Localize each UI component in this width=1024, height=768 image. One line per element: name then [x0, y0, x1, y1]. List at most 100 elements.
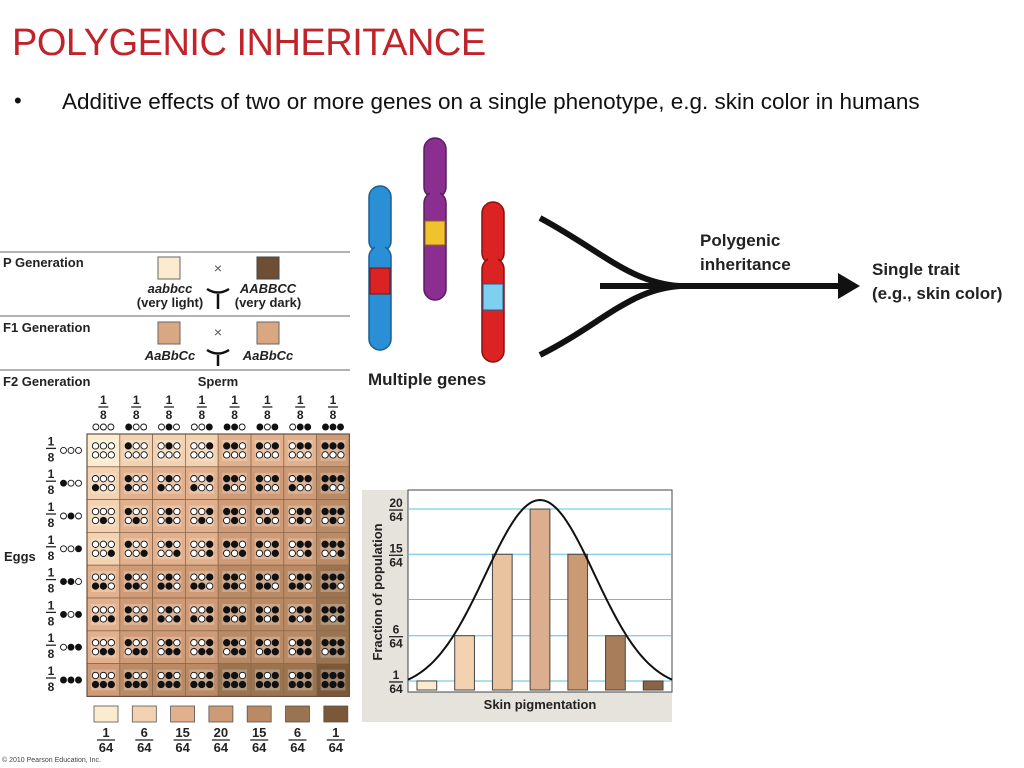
allele-dot [157, 442, 165, 450]
allele-dot [157, 680, 165, 689]
allele-dot [230, 475, 239, 483]
cell-background [152, 564, 186, 599]
allele-dot [99, 484, 108, 492]
allele-dot [329, 484, 337, 492]
allele-dot [107, 549, 115, 557]
allele-dot [205, 423, 213, 431]
punnett-cell [283, 466, 317, 500]
allele-dot [107, 507, 115, 516]
allele-dot [132, 540, 140, 548]
allele-dot [198, 582, 206, 590]
allele-dot [60, 512, 67, 520]
allele-dot [296, 507, 304, 516]
allele-dot [132, 484, 140, 492]
cell-egg-dots [91, 680, 115, 689]
allele-dot [165, 442, 173, 450]
allele-dot [238, 606, 247, 614]
allele-dot [140, 475, 148, 483]
punnett-cell [152, 532, 186, 566]
cell-sperm-dots [223, 475, 247, 483]
punnett-cell [250, 564, 285, 599]
allele-dot [107, 582, 115, 590]
allele-dot [158, 423, 165, 431]
allele-dot [198, 615, 206, 623]
allele-dot [304, 540, 312, 548]
allele-dot [230, 451, 239, 459]
cell-background [119, 564, 154, 599]
allele-dot [125, 423, 133, 431]
cell-egg-dots [223, 582, 247, 590]
allele-dot [223, 484, 231, 492]
allele-dot [198, 442, 206, 450]
allele-dot [321, 606, 329, 614]
cell-egg-dots [124, 484, 148, 492]
allele-dot [230, 573, 239, 581]
allele-dot [124, 606, 132, 614]
cell-sperm-dots [91, 507, 115, 516]
sperm-fraction-den: 8 [231, 408, 238, 422]
allele-dot [263, 484, 272, 492]
allele-dot [304, 648, 312, 656]
allele-dot [60, 643, 67, 651]
allele-dot [99, 549, 108, 557]
cell-background [217, 663, 252, 697]
allele-dot [296, 423, 304, 431]
allele-dot [230, 442, 239, 450]
cell-egg-dots [288, 615, 312, 623]
phenotype-fraction-num: 15 [175, 725, 189, 740]
punnett-cell [184, 532, 219, 566]
allele-dot [296, 615, 304, 623]
allele-dot [99, 639, 108, 647]
allele-dot [67, 545, 75, 553]
allele-dot [92, 423, 100, 431]
red-chromosome [481, 201, 505, 363]
allele-dot [271, 648, 279, 656]
allele-dot [263, 573, 272, 581]
cell-egg-dots [157, 648, 181, 656]
allele-dot [296, 451, 304, 459]
allele-dot [329, 671, 337, 680]
cell-sperm-dots [321, 540, 345, 548]
allele-dot [124, 549, 132, 557]
allele-dot [255, 671, 264, 680]
allele-dot [288, 451, 296, 459]
cell-background [119, 499, 154, 533]
allele-dot [132, 680, 140, 689]
cell-background [152, 630, 186, 664]
cell-egg-dots [157, 451, 181, 459]
allele-dot [75, 610, 82, 618]
allele-dot [263, 549, 272, 557]
allele-dot [132, 507, 140, 516]
allele-dot [157, 573, 165, 581]
cell-sperm-dots [190, 606, 214, 614]
cell-egg-dots [190, 648, 214, 656]
punnett-cell [217, 466, 252, 500]
allele-dot [107, 680, 115, 689]
sperm-fraction-num: 1 [297, 393, 304, 407]
allele-dot [304, 549, 312, 557]
allele-dot [173, 484, 181, 492]
cell-egg-dots [190, 516, 214, 525]
allele-dot [263, 451, 272, 459]
allele-dot [140, 615, 148, 623]
allele-dot [107, 484, 115, 492]
f1-right-swatch [256, 321, 280, 345]
allele-dot [304, 615, 312, 623]
punnett-cell [250, 499, 285, 533]
sperm-fraction-den: 8 [166, 408, 173, 422]
sperm-fraction-num: 1 [330, 393, 337, 407]
allele-dot [271, 639, 279, 647]
cell-sperm-dots [157, 507, 181, 516]
y-tick-den: 64 [389, 510, 403, 524]
allele-dot [288, 540, 296, 548]
cell-egg-dots [91, 582, 115, 590]
cell-egg-dots [124, 516, 148, 525]
allele-dot [173, 639, 181, 647]
allele-dot [296, 680, 304, 689]
bullet-mark: • [14, 88, 22, 113]
allele-dot [140, 671, 148, 680]
allele-dot [67, 512, 75, 520]
multiple-genes-label: Multiple genes [368, 370, 486, 389]
allele-dot [223, 606, 231, 614]
cell-egg-dots [91, 484, 115, 492]
